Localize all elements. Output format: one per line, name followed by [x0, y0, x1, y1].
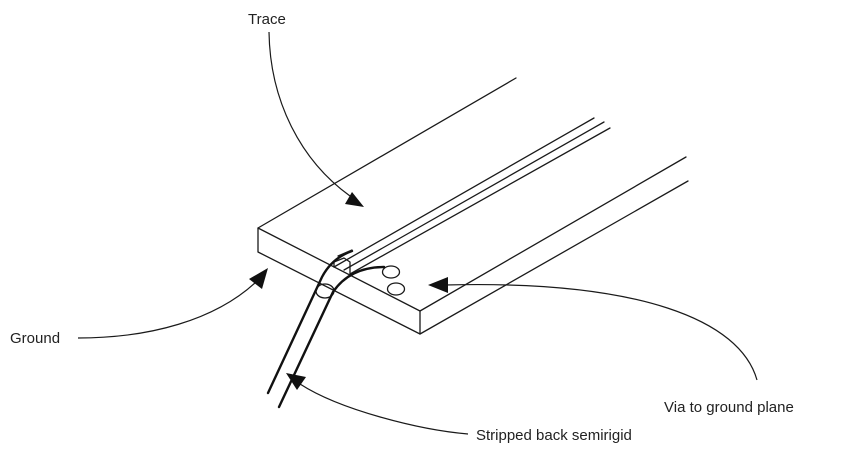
semirigid-arrow [286, 373, 306, 390]
trace-strip [333, 117, 611, 275]
via-leader [444, 283, 758, 381]
board-right-top-edge [419, 156, 687, 312]
via-hole-2 [386, 282, 406, 296]
board-back-edge [257, 77, 517, 229]
ground-label: Ground [10, 330, 60, 347]
trace-line-2 [343, 121, 605, 271]
via-label: Via to ground plane [664, 399, 794, 416]
pcb-board [257, 77, 689, 335]
semirigid-outer-left [266, 249, 354, 395]
board-front-face [257, 227, 421, 335]
via-arrow [428, 277, 448, 293]
leaders [77, 31, 758, 435]
semirigid-outer-right [277, 265, 386, 409]
trace-line-3 [349, 127, 611, 275]
semirigid-label: Stripped back semirigid [476, 427, 632, 444]
trace-arrow [345, 192, 364, 207]
trace-line-1 [333, 117, 595, 268]
semirigid-center-conductor [337, 249, 353, 257]
via-hole-1 [381, 265, 401, 279]
ground-arrow [249, 268, 268, 289]
board-right-bottom-edge [419, 180, 689, 335]
ground-leader [77, 281, 257, 339]
trace-leader [268, 31, 351, 197]
semirigid-leader [299, 383, 469, 435]
semirigid-cable [266, 249, 386, 409]
trace-label: Trace [248, 11, 286, 28]
trace-end-cap [333, 257, 351, 275]
